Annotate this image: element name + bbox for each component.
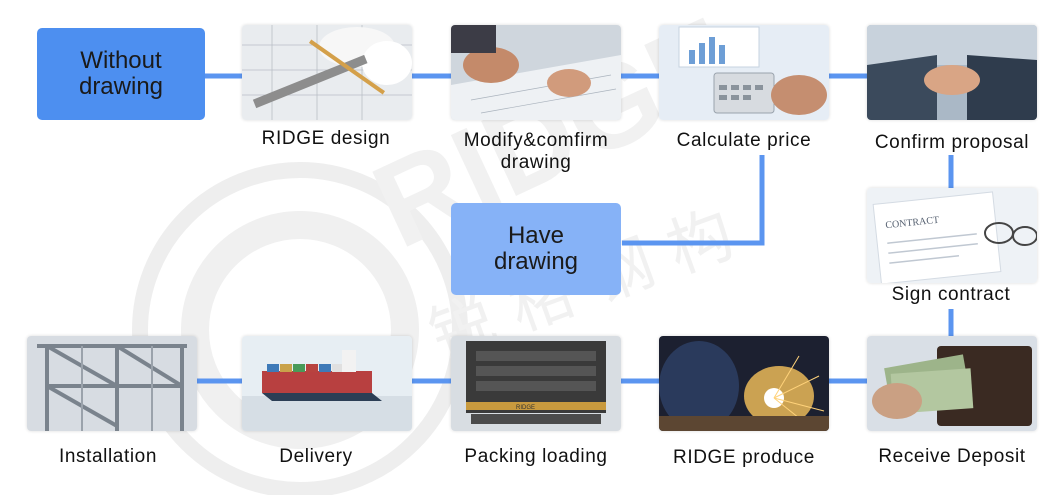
calculate-price-photo <box>659 25 829 120</box>
modify-drawing-photo <box>451 25 621 120</box>
step-packing-loading-label: Packing loading <box>464 446 608 467</box>
step-modify-confirm-line1: Modify&comfirm <box>463 130 609 151</box>
step-confirm-proposal-label: Confirm proposal <box>874 132 1030 153</box>
connector-have-drawing-to-price <box>622 155 765 246</box>
without-drawing-line2: drawing <box>78 73 164 100</box>
step-sign-contract-label: Sign contract <box>891 284 1011 305</box>
step-ridge-design-label: RIDGE design <box>261 128 391 149</box>
receive-deposit-photo <box>867 336 1037 431</box>
step-ridge-produce-label: RIDGE produce <box>673 447 815 468</box>
step-installation-label: Installation <box>58 446 158 467</box>
step-receive-deposit-label: Receive Deposit <box>878 446 1026 467</box>
sign-contract-photo: CONTRACT <box>867 188 1037 283</box>
step-calculate-price-label: Calculate price <box>676 130 812 151</box>
have-drawing-line2: drawing <box>493 248 579 275</box>
step-modify-confirm-line2: drawing <box>500 152 572 173</box>
ridge-produce-photo <box>659 336 829 431</box>
step-delivery-label: Delivery <box>279 446 353 467</box>
step-modify-confirm-label: Modify&comfirm drawing <box>436 130 636 174</box>
confirm-proposal-photo <box>867 25 1037 120</box>
ridge-design-photo <box>242 25 412 120</box>
delivery-photo <box>242 336 412 431</box>
packing-loading-photo: RIDGE <box>451 336 621 431</box>
have-drawing-line1: Have <box>507 222 564 249</box>
have-drawing-box: Have drawing <box>451 203 621 295</box>
without-drawing-box: Without drawing <box>37 28 205 120</box>
installation-photo <box>27 336 197 431</box>
without-drawing-line1: Without <box>80 47 162 74</box>
container-label-text: RIDGE <box>516 405 535 411</box>
